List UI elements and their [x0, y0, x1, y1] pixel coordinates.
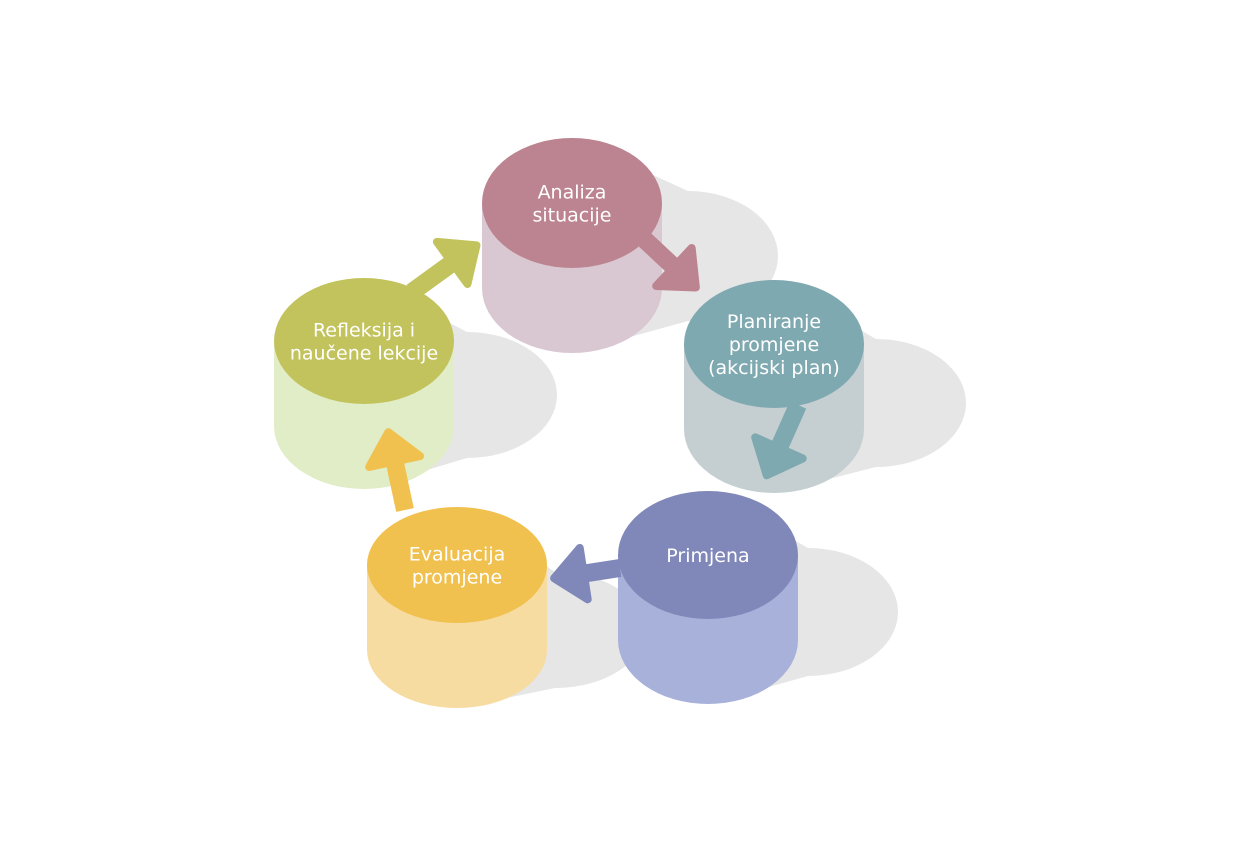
step-label: Analiza	[538, 182, 607, 204]
arrow-refleksija-to-analiza	[406, 237, 481, 300]
arrow-primjena-to-evaluacija	[550, 543, 622, 604]
cylinder-top	[684, 280, 864, 408]
step-primjena: Primjena	[618, 491, 798, 704]
arrow-evaluacija-to-refleksija	[365, 428, 425, 512]
step-label: Refleksija i	[313, 320, 415, 342]
cylinder-top	[482, 138, 662, 268]
step-label: Primjena	[666, 545, 749, 567]
step-label: promjene	[412, 567, 502, 589]
step-label: Planiranje	[727, 311, 821, 333]
step-label: promjene	[729, 334, 819, 356]
cylinder-top	[367, 507, 547, 623]
step-label: naučene lekcije	[290, 343, 438, 365]
cylinder-top	[274, 278, 454, 404]
arrow-planiranje-to-primjena	[751, 401, 807, 480]
step-label: situacije	[532, 205, 611, 227]
cylinder-top	[618, 491, 798, 619]
step-label: Evaluacija	[409, 544, 506, 566]
step-label: (akcijski plan)	[708, 357, 840, 379]
arrow-analiza-to-planiranje	[638, 233, 700, 292]
